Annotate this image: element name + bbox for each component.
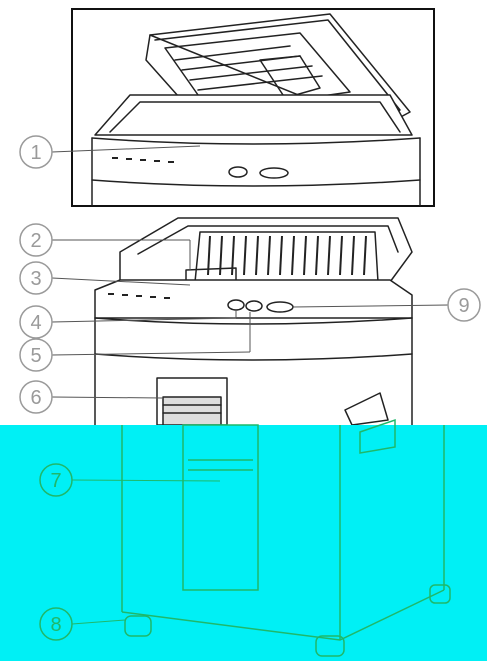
callout-9: 9: [447, 288, 481, 322]
inset-button-left: [228, 166, 248, 178]
callout-4-label: 4: [30, 312, 41, 334]
leader-7: [71, 479, 221, 482]
inset-open-lid: [71, 8, 435, 207]
callout-1: 1: [19, 135, 53, 169]
cabinet-upper: [94, 317, 413, 426]
callout-8: 8: [39, 607, 73, 641]
leader-4: [51, 317, 237, 323]
inset-body-top: [91, 94, 421, 206]
callout-3: 3: [19, 261, 53, 295]
leader-9: [292, 304, 449, 308]
callout-3-label: 3: [30, 268, 41, 290]
callout-5-label: 5: [30, 345, 41, 367]
callout-9-label: 9: [458, 295, 469, 317]
cyan-overlay: [0, 418, 487, 661]
callout-1-label: 1: [30, 142, 41, 164]
shredder-main: [94, 217, 413, 426]
callout-6-label: 6: [30, 387, 41, 409]
side-handle: [344, 392, 389, 426]
callout-7-label: 7: [50, 470, 61, 492]
lid-feed-tray: [119, 217, 413, 283]
leader-1: [51, 145, 201, 153]
panel-leds: [108, 293, 170, 299]
leader-5: [51, 351, 251, 356]
leader-lines-overlay: [71, 479, 221, 625]
inset-panel-leds: [112, 157, 174, 163]
callout-8-label: 8: [50, 614, 61, 636]
leader-lines: [51, 145, 449, 399]
callout-2-label: 2: [30, 230, 41, 252]
leader-6: [51, 396, 163, 399]
overlay-lineart: [121, 418, 451, 657]
leader-8: [71, 619, 126, 625]
callout-6: 6: [19, 380, 53, 414]
control-panel: [94, 279, 413, 319]
callout-4: 4: [19, 305, 53, 339]
callout-5: 5: [19, 338, 53, 372]
button-middle: [245, 300, 263, 312]
overlay-band: [0, 425, 487, 661]
callout-2: 2: [19, 223, 53, 257]
bin-window: [156, 377, 228, 426]
callout-7: 7: [39, 463, 73, 497]
leader-3: [51, 277, 191, 286]
inset-button-right: [259, 167, 289, 179]
